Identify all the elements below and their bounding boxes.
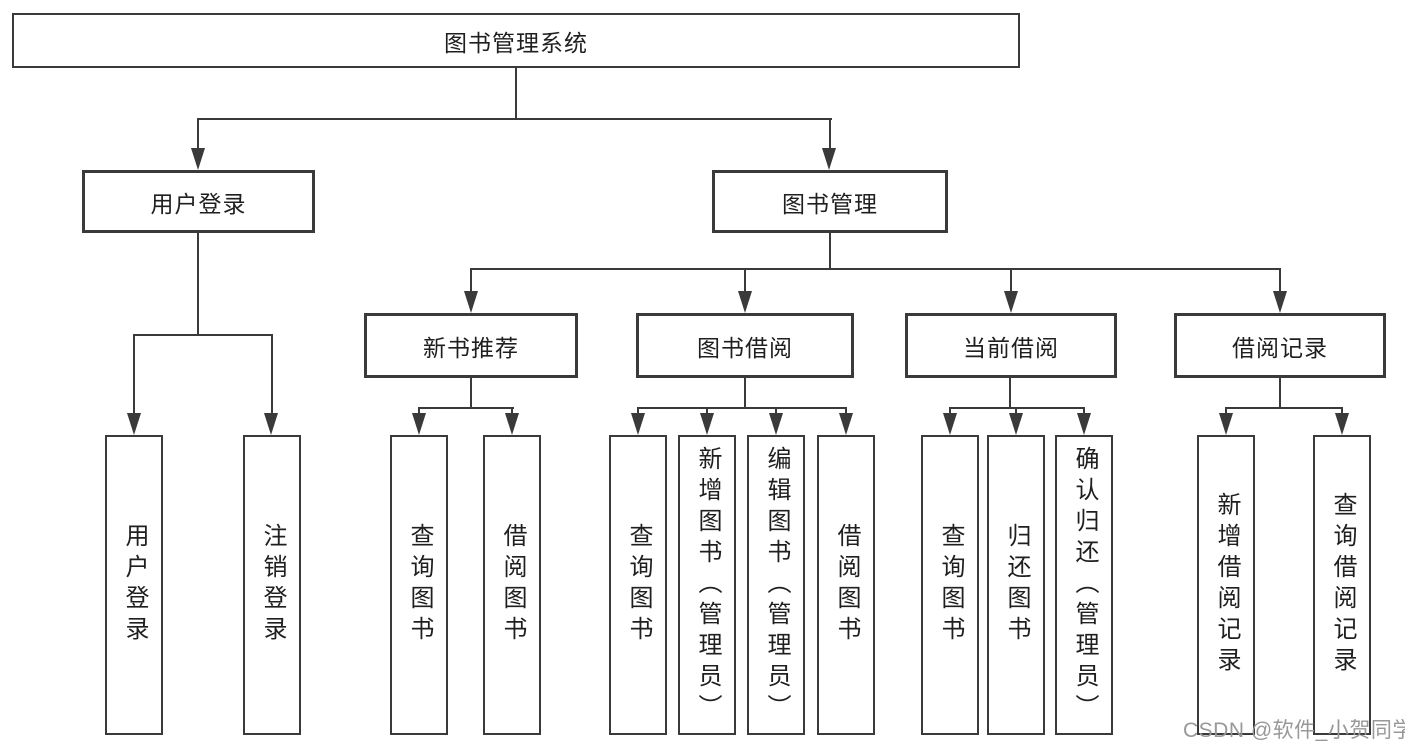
connector-borrow-branch: [637, 407, 847, 409]
leaf-label: 注销登录: [259, 523, 286, 647]
connector-root-stem: [515, 66, 517, 120]
leaf-label: 用户登录: [121, 523, 148, 647]
connector-borrow-stem: [744, 376, 746, 409]
arrowhead-current-borrow: [1004, 291, 1018, 313]
connector-newbook-branch: [418, 407, 514, 409]
leaf-label: 新增图书（管理员）: [694, 445, 721, 725]
node-current-borrow-label: 当前借阅: [963, 334, 1059, 361]
arrowhead-leaf: [839, 413, 853, 435]
connector-leaf-stem: [845, 407, 847, 415]
leaf-logout: 注销登录: [243, 435, 301, 735]
connector-to-leaf-user-login: [133, 334, 135, 415]
node-current-borrow: 当前借阅: [905, 313, 1117, 378]
node-root: 图书管理系统: [12, 13, 1020, 68]
leaf-query-book-3: 查询图书: [921, 435, 979, 735]
arrowhead-user-login: [191, 148, 205, 170]
arrowhead-leaf: [769, 413, 783, 435]
arrowhead-leaf: [1009, 413, 1023, 435]
leaf-borrow-book-2: 借阅图书: [817, 435, 875, 735]
connector-leaf-stem: [1015, 407, 1017, 415]
node-user-login: 用户登录: [82, 170, 315, 233]
connector-records-stem: [1279, 376, 1281, 409]
connector-newbook-stem: [470, 376, 472, 409]
leaf-label: 确认归还（管理员）: [1071, 445, 1098, 725]
arrowhead-leaf: [631, 413, 645, 435]
connector-leaf-stem: [949, 407, 951, 415]
leaf-label: 编辑图书（管理员）: [763, 445, 790, 725]
leaf-label: 新增借阅记录: [1213, 492, 1240, 678]
node-new-book-recommend: 新书推荐: [364, 313, 578, 378]
connector-leaf-stem: [418, 407, 420, 415]
leaf-return-book: 归还图书: [987, 435, 1045, 735]
leaf-label: 查询图书: [625, 523, 652, 647]
connector-current-branch: [949, 407, 1085, 409]
leaf-label: 查询图书: [937, 523, 964, 647]
connector-leaf-stem: [775, 407, 777, 415]
arrowhead-leaf: [943, 413, 957, 435]
arrowhead-leaf-user-login: [127, 413, 141, 435]
node-book-borrow: 图书借阅: [636, 313, 854, 378]
leaf-label: 借阅图书: [833, 523, 860, 647]
arrowhead-book-management: [822, 148, 836, 170]
connector-root-branch: [197, 118, 832, 120]
connector-leaf-stem: [1083, 407, 1085, 415]
csdn-watermark: CSDN @软件_小贺同学: [1183, 719, 1405, 742]
connector-to-leaf-logout: [271, 334, 273, 415]
node-book-management-label: 图书管理: [782, 190, 878, 217]
connector-to-book-borrow: [744, 268, 746, 293]
arrowhead-new-book: [464, 291, 478, 313]
node-root-label: 图书管理系统: [444, 29, 588, 56]
arrowhead-leaf: [1219, 413, 1233, 435]
arrowhead-leaf: [1335, 413, 1349, 435]
leaf-label: 归还图书: [1003, 523, 1030, 647]
leaf-label: 查询借阅记录: [1329, 492, 1356, 678]
connector-to-user-login: [197, 118, 199, 152]
leaf-query-borrow-record: 查询借阅记录: [1313, 435, 1371, 735]
leaf-query-book-1: 查询图书: [390, 435, 448, 735]
arrowhead-leaf: [1077, 413, 1091, 435]
leaf-add-book-admin: 新增图书（管理员）: [678, 435, 736, 735]
connector-login-stem: [197, 231, 199, 336]
node-borrow-records-label: 借阅记录: [1232, 334, 1328, 361]
leaf-borrow-book-1: 借阅图书: [483, 435, 541, 735]
connector-current-stem: [1009, 376, 1011, 409]
node-book-management: 图书管理: [712, 170, 948, 233]
arrowhead-borrow-records: [1273, 291, 1287, 313]
node-new-book-recommend-label: 新书推荐: [423, 334, 519, 361]
arrowhead-leaf: [412, 413, 426, 435]
connector-mgmt-stem: [829, 231, 831, 270]
leaf-label: 借阅图书: [499, 523, 526, 647]
connector-leaf-stem: [706, 407, 708, 415]
connector-leaf-stem: [1225, 407, 1227, 415]
leaf-label: 查询图书: [406, 523, 433, 647]
leaf-query-book-2: 查询图书: [609, 435, 667, 735]
connector-to-current-borrow: [1010, 268, 1012, 293]
connector-records-branch: [1225, 407, 1343, 409]
leaf-confirm-return-admin: 确认归还（管理员）: [1055, 435, 1113, 735]
arrowhead-book-borrow: [738, 291, 752, 313]
connector-mgmt-branch: [470, 268, 1281, 270]
connector-to-borrow-records: [1279, 268, 1281, 293]
leaf-add-borrow-record: 新增借阅记录: [1197, 435, 1255, 735]
connector-to-book-management: [829, 118, 831, 152]
connector-to-new-book: [470, 268, 472, 293]
node-borrow-records: 借阅记录: [1174, 313, 1386, 378]
arrowhead-leaf: [700, 413, 714, 435]
connector-leaf-stem: [511, 407, 513, 415]
leaf-edit-book-admin: 编辑图书（管理员）: [747, 435, 805, 735]
leaf-user-login: 用户登录: [105, 435, 163, 735]
node-book-borrow-label: 图书借阅: [697, 334, 793, 361]
arrowhead-leaf-logout: [264, 413, 278, 435]
connector-leaf-stem: [1341, 407, 1343, 415]
node-user-login-label: 用户登录: [150, 190, 247, 217]
connector-login-branch: [133, 334, 273, 336]
arrowhead-leaf: [505, 413, 519, 435]
connector-leaf-stem: [637, 407, 639, 415]
